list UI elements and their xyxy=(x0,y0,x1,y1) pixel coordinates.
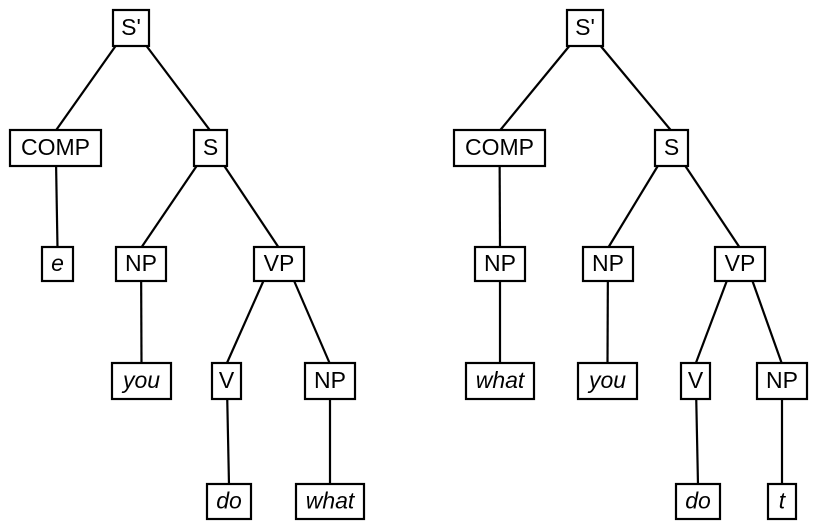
node-label: NP xyxy=(484,250,516,276)
node-box xyxy=(565,8,605,48)
node-label: e xyxy=(51,250,64,276)
node-label: VP xyxy=(264,250,295,276)
node-label: NP xyxy=(125,250,157,276)
node-box xyxy=(452,128,547,168)
tree-edge xyxy=(54,43,118,132)
tree-node-e[interactable]: e xyxy=(40,245,75,283)
node-label: NP xyxy=(314,367,346,393)
tree-node-s[interactable]: S xyxy=(192,128,229,168)
tree-edge xyxy=(694,278,729,365)
node-label: NP xyxy=(766,367,798,393)
tree-node-what[interactable]: what xyxy=(464,361,536,401)
tree-edge xyxy=(144,43,212,132)
node-box xyxy=(8,128,103,168)
tree-node-comp[interactable]: COMP xyxy=(452,128,547,168)
node-label: S xyxy=(664,134,679,160)
tree-node-do[interactable]: do xyxy=(674,482,722,521)
edges-layer xyxy=(54,43,784,486)
node-label: S' xyxy=(575,14,595,40)
node-label: you xyxy=(587,367,626,393)
tree-node-v[interactable]: V xyxy=(679,361,712,401)
node-box xyxy=(110,361,173,401)
node-box xyxy=(111,8,151,48)
node-box xyxy=(40,245,75,283)
tree-node-comp[interactable]: COMP xyxy=(8,128,103,168)
tree-edge xyxy=(683,163,741,249)
node-box xyxy=(205,482,253,521)
node-label: COMP xyxy=(465,134,534,160)
node-box xyxy=(252,245,306,283)
node-label: what xyxy=(476,367,526,393)
tree-edge xyxy=(607,163,660,249)
tree-node-vp[interactable]: VP xyxy=(252,245,306,283)
node-box xyxy=(653,128,690,168)
node-label: do xyxy=(685,488,711,514)
node-label: do xyxy=(216,488,242,514)
node-box xyxy=(114,245,168,283)
node-label: COMP xyxy=(21,134,90,160)
tree-node-s[interactable]: S' xyxy=(565,8,605,48)
node-label: you xyxy=(121,367,160,393)
node-label: V xyxy=(219,367,235,393)
node-box xyxy=(674,482,722,521)
node-box xyxy=(755,361,809,401)
node-box xyxy=(303,361,357,401)
tree-edge xyxy=(54,163,59,249)
tree-node-s[interactable]: S' xyxy=(111,8,151,48)
tree-edge xyxy=(598,43,673,132)
node-label: t xyxy=(779,488,787,514)
tree-node-v[interactable]: V xyxy=(210,361,243,401)
tree-node-you[interactable]: you xyxy=(576,361,639,401)
tree-edge xyxy=(750,278,784,365)
tree-edge xyxy=(140,163,199,249)
node-box xyxy=(679,361,712,401)
node-box xyxy=(473,245,527,283)
tree-node-np[interactable]: NP xyxy=(581,245,635,283)
tree-node-you[interactable]: you xyxy=(110,361,173,401)
tree-node-what[interactable]: what xyxy=(294,482,366,521)
tree-edge xyxy=(695,396,700,486)
node-box xyxy=(210,361,243,401)
node-label: V xyxy=(688,367,704,393)
tree-edge xyxy=(222,163,280,249)
tree-node-s[interactable]: S xyxy=(653,128,690,168)
tree-node-t[interactable]: t xyxy=(766,482,798,521)
tree-node-np[interactable]: NP xyxy=(114,245,168,283)
node-label: VP xyxy=(725,250,756,276)
tree-node-np[interactable]: NP xyxy=(473,245,527,283)
tree-node-vp[interactable]: VP xyxy=(713,245,767,283)
node-label: S xyxy=(203,134,218,160)
node-box xyxy=(294,482,366,521)
node-box xyxy=(766,482,798,521)
tree-edge xyxy=(226,396,231,486)
node-box xyxy=(576,361,639,401)
tree-node-np[interactable]: NP xyxy=(755,361,809,401)
node-label: what xyxy=(306,488,356,514)
node-box xyxy=(581,245,635,283)
node-box xyxy=(192,128,229,168)
node-label: NP xyxy=(592,250,624,276)
tree-edge xyxy=(225,278,266,365)
node-box xyxy=(713,245,767,283)
tree-node-np[interactable]: NP xyxy=(303,361,357,401)
node-box xyxy=(464,361,536,401)
tree-edge xyxy=(498,43,572,132)
node-label: S' xyxy=(121,14,141,40)
tree-node-do[interactable]: do xyxy=(205,482,253,521)
tree-edge xyxy=(292,278,332,365)
